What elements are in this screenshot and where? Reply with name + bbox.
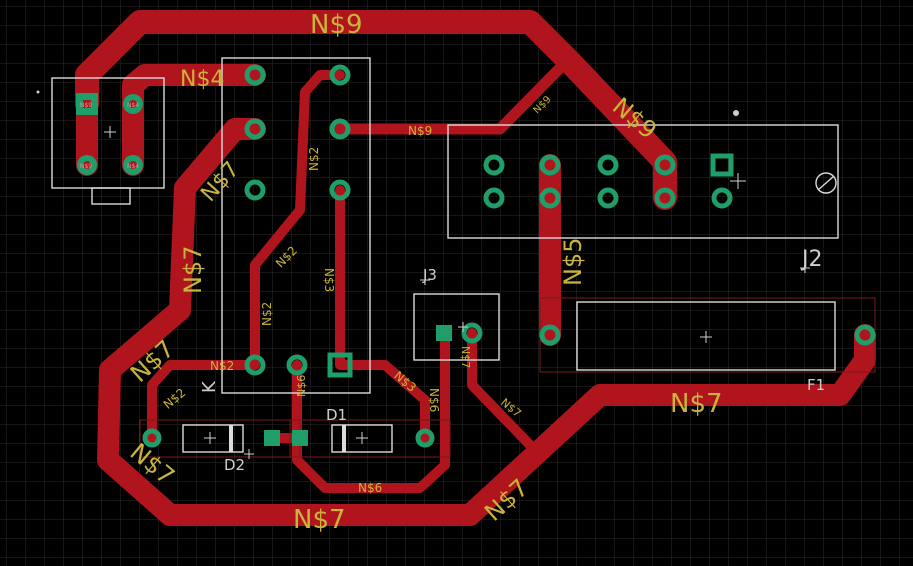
j2-pad <box>597 187 619 209</box>
net-label-n6-vert: N$6 <box>427 388 441 412</box>
trace-n9-thin <box>334 62 566 135</box>
origin-markers <box>104 126 810 459</box>
net-label-n7-vert: N$7 <box>179 246 207 295</box>
j3-outline <box>413 293 500 361</box>
ic-pad <box>329 179 351 201</box>
d2-pad-square <box>264 430 280 446</box>
d1-body <box>331 424 393 453</box>
designator-k: K <box>199 380 220 393</box>
j2-pad <box>539 187 561 209</box>
net-label-n7-bottom: N$7 <box>293 505 346 535</box>
f1-pad <box>854 324 876 346</box>
net-label-n3-vert: N$3 <box>322 268 336 292</box>
j2-knob <box>815 172 837 194</box>
d1-pad-square <box>292 430 308 446</box>
trace-n2-a <box>147 70 345 443</box>
j2-pad <box>711 187 733 209</box>
pad-label-layer: N$9 N$4 N$9 N$4 <box>80 102 139 170</box>
net-label-n9-top: N$9 <box>310 10 363 40</box>
net-label-n4: N$4 <box>180 67 224 92</box>
d2-pad <box>142 428 162 448</box>
designator-f1: F1 <box>807 376 825 394</box>
j2-outline <box>447 124 839 239</box>
j2-pad <box>654 187 676 209</box>
trace-n7-thin <box>467 328 535 450</box>
net-label-n2-a: N$2 <box>307 147 321 171</box>
j2-pad <box>597 154 619 176</box>
pad-net-label: N$4 <box>127 102 139 109</box>
f1-pad <box>539 324 561 346</box>
trace-n7-left <box>97 118 876 526</box>
j3-pad-square <box>436 325 452 341</box>
ic-pad-square <box>327 352 353 378</box>
pad-net-label: N$4 <box>127 163 139 170</box>
d1-pad <box>415 428 435 448</box>
d2-body <box>182 424 244 453</box>
ic-pad <box>286 354 308 376</box>
ic-pad <box>244 179 266 201</box>
designator-d2: D2 <box>224 456 245 474</box>
trace-n3 <box>335 185 430 443</box>
pad-net-label: N$9 <box>80 163 92 170</box>
j2-pad <box>483 187 505 209</box>
net-label-n2-c: N$2 <box>260 302 274 326</box>
net-label-n7-j3: N$7 <box>459 346 472 368</box>
pad-net-label: N$9 <box>80 102 92 109</box>
designator-d1: D1 <box>326 406 347 424</box>
j2-pad-square <box>710 153 734 177</box>
designator-j3: J3 <box>422 266 437 284</box>
ic-pad <box>244 354 266 376</box>
net-label-n7-right: N$7 <box>670 389 723 419</box>
pad-layer <box>76 64 876 448</box>
ic-pad <box>329 118 351 140</box>
ic-pad <box>244 118 266 140</box>
net-label-n6-ic: N$6 <box>295 375 308 397</box>
j3-pad <box>461 322 483 344</box>
net-label-n5: N$5 <box>559 238 587 287</box>
ic-outline <box>221 57 371 394</box>
net-label-n6-bottom: N$6 <box>358 481 382 495</box>
f1-outline <box>576 301 836 371</box>
net-label-n2-d: N$2 <box>210 359 234 373</box>
trace-n9-top <box>75 10 677 210</box>
trace-layer <box>75 10 876 526</box>
designator-j2: J2 <box>800 247 823 272</box>
connector-tab-left <box>91 187 131 205</box>
ic-pad <box>329 64 351 86</box>
j2-pad <box>483 154 505 176</box>
ic-pad <box>244 64 266 86</box>
j2-pad <box>539 154 561 176</box>
j2-pad <box>654 154 676 176</box>
designator-layer: J2 J3 D1 D2 F1 K <box>199 247 825 474</box>
net-label-n9-small: N$9 <box>408 124 432 138</box>
